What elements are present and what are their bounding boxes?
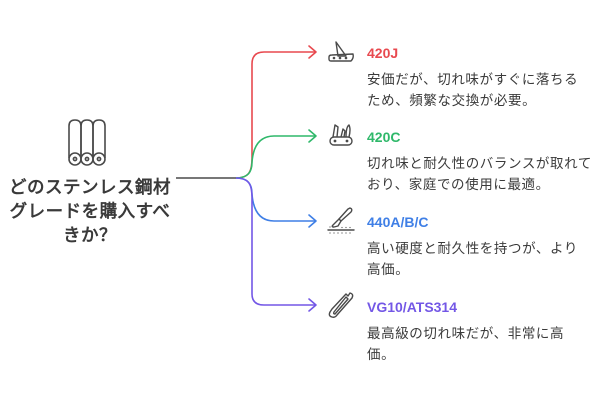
- steel-rolls-icon: [68, 119, 106, 166]
- connector-420j: [235, 51, 316, 179]
- connector-vg10: [235, 177, 316, 306]
- branch-title-420c: 420C: [367, 129, 401, 145]
- branch-desc-440abc: 高い硬度と耐久性を持つが、より高価。: [367, 241, 578, 278]
- branch-desc-vg10: 最高級の切れ味だが、非常に高価。: [367, 326, 565, 363]
- branch-title-440abc: 440A/B/C: [367, 214, 429, 230]
- multi-tool-knife-icon: [329, 124, 353, 146]
- arrowhead-vg10: [308, 298, 317, 312]
- scalpel-cutting-icon: [327, 207, 355, 234]
- connector-440abc: [235, 177, 316, 222]
- branch-desc-420j: 安価だが、切れ味がすぐに落ちるため、頻繁な交換が必要。: [367, 72, 579, 109]
- root-question: どのステンレス鋼材グレードを購入すべきか？: [9, 178, 171, 246]
- branch-desc-420c: 切れ味と耐久性のバランスが取れており、家庭での使用に最適。: [367, 156, 592, 193]
- arrowhead-440abc: [308, 214, 317, 228]
- folding-knife-icon: [328, 41, 354, 62]
- arrowhead-420j: [308, 45, 317, 59]
- clip-knife-icon: [328, 292, 354, 318]
- arrowhead-420c: [308, 129, 317, 143]
- branch-title-vg10: VG10/ATS314: [367, 299, 458, 315]
- connector-420c: [235, 135, 316, 179]
- branch-title-420j: 420J: [367, 45, 399, 61]
